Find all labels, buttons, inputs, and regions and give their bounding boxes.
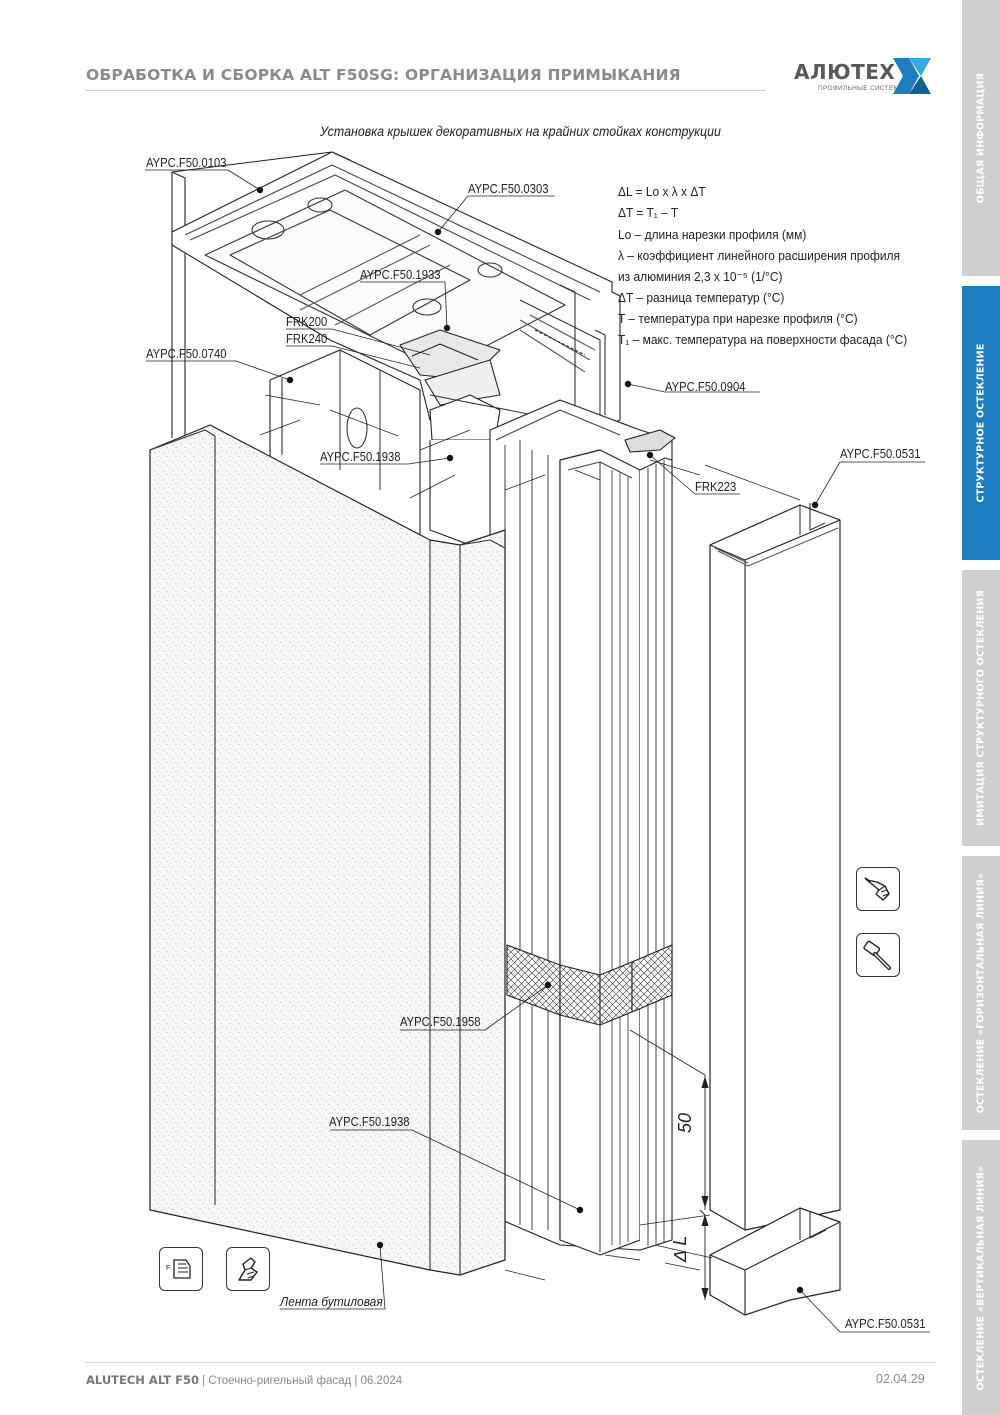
formula-line: ΔT – разница температур (°C) [618,290,785,305]
glove-icon: F [159,1247,203,1291]
tab-imitation-structural-label: ИМИТАЦИЯ СТРУКТУРНОГО ОСТЕКЛЕНИЯ [975,589,987,827]
formula-line: Lo – длина нарезки профиля (мм) [618,227,807,242]
footer-description: | Стоечно-ригельный фасад | 06.2024 [198,1375,403,1387]
label-p0103: AYPC.F50.0103 [146,156,227,170]
tab-horizontal-line-label: ОСТЕКЛЕНИЕ «ГОРИЗОНТАЛЬНАЯ ЛИНИЯ» [975,872,987,1114]
page-number: 02.04.29 [876,1372,925,1386]
label-p0740: AYPC.F50.0740 [146,347,227,361]
tab-general-info-label: ОБЩАЯ ИНФОРМАЦИЯ [975,72,987,204]
tab-horizontal-line[interactable]: ОСТЕКЛЕНИЕ «ГОРИЗОНТАЛЬНАЯ ЛИНИЯ» [962,856,1000,1130]
assembly-drawing [145,151,930,1333]
dimension-50: 50 [675,1112,695,1133]
formula-line: ΔT = T₁ – T [618,205,679,220]
label-p1958: AYPC.F50.1958 [400,1015,481,1029]
dimension-delta-l: Δ L [670,1235,690,1262]
label-p0531-bottom: AYPC.F50.0531 [845,1317,926,1331]
svg-text:F: F [166,1265,170,1272]
drawing-caption: Установка крышек декоративных на крайних… [320,124,721,139]
logo-subtitle: ПРОФИЛЬНЫЕ СИСТЕМЫ [818,85,906,92]
logo-mark-icon [893,58,931,94]
header-divider [86,90,766,91]
brand-logo: АЛЮТЕХ ПРОФИЛЬНЫЕ СИСТЕМЫ [790,50,940,100]
footer-divider [86,1362,936,1363]
press-hand-icon [856,867,900,911]
label-butyl-tape: Лента бутиловая [280,1294,383,1309]
hammer-icon [856,933,900,977]
tab-vertical-line-label: ОСТЕКЛЕНИЕ «ВЕРТИКАЛЬНАЯ ЛИНИЯ» [975,1165,987,1390]
label-p0303: AYPC.F50.0303 [468,182,549,196]
formula-line: из алюминия 2,3 x 10⁻⁵ (1/°C) [618,269,783,284]
formula-line: ΔL = Lo x λ x ΔT [618,184,706,199]
tab-vertical-line[interactable]: ОСТЕКЛЕНИЕ «ВЕРТИКАЛЬНАЯ ЛИНИЯ» [962,1140,1000,1415]
formula-line: λ – коэффициент линейного расширения про… [618,248,900,263]
label-p1938-top: AYPC.F50.1938 [320,450,401,464]
label-frk200: FRK200 [286,315,328,329]
logo-text: АЛЮТЕХ [794,60,896,84]
label-p0904: AYPC.F50.0904 [665,380,746,394]
tab-general-info[interactable]: ОБЩАЯ ИНФОРМАЦИЯ [962,0,1000,276]
footer-brand: ALUTECH ALT F50 [86,1373,199,1387]
footer-info: ALUTECH ALT F50 | Стоечно-ригельный фаса… [86,1373,402,1387]
label-p1938-bottom: AYPC.F50.1938 [329,1115,410,1129]
label-p1933: AYPC.F50.1933 [360,268,441,282]
page-title: ОБРАБОТКА И СБОРКА ALT F50SG: ОРГАНИЗАЦИ… [86,66,681,84]
formula-line: T₁ – макс. температура на поверхности фа… [618,332,908,347]
press-hand-icon [226,1247,270,1291]
formula-line: T – температура при нарезке профиля (°C) [618,311,858,326]
tab-structural-glazing-label: СТРУКТУРНОЕ ОСТЕКЛЕНИЕ [975,343,987,503]
tab-structural-glazing[interactable]: СТРУКТУРНОЕ ОСТЕКЛЕНИЕ [962,286,1000,560]
label-frk223: FRK223 [695,480,737,494]
label-p0531-top: AYPC.F50.0531 [840,447,921,461]
section-sidebar: ОБЩАЯ ИНФОРМАЦИЯ СТРУКТУРНОЕ ОСТЕКЛЕНИЕ … [962,0,1000,1415]
tab-imitation-structural[interactable]: ИМИТАЦИЯ СТРУКТУРНОГО ОСТЕКЛЕНИЯ [962,570,1000,846]
label-frk240: FRK240 [286,332,328,346]
